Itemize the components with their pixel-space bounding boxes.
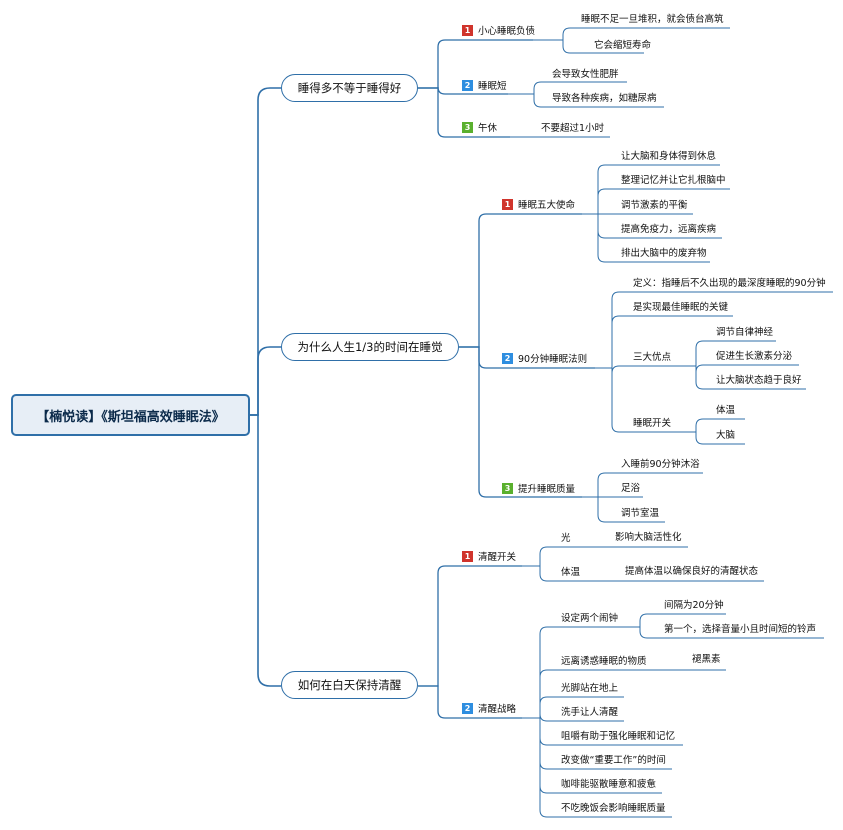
topic-chewing[interactable]: 咀嚼有助于强化睡眠和记忆 [561, 731, 676, 742]
connector-line [620, 626, 824, 639]
topic-key-to-best-sleep[interactable]: 是实现最佳睡眠的关键 [633, 302, 729, 313]
connector-line [522, 713, 624, 722]
connector-line [418, 39, 533, 89]
connector-line [582, 164, 720, 215]
connector-line [680, 364, 799, 373]
connector-line [250, 87, 281, 416]
main-topic-stay-awake[interactable]: 如何在白天保持清醒 [281, 671, 418, 699]
topic-sleep-switch[interactable]: 睡眠开关 [633, 418, 672, 429]
connector-line [680, 418, 745, 433]
topic-light[interactable]: 光 [561, 533, 571, 544]
connector-line [250, 414, 281, 687]
topic-shortens-life[interactable]: 它会缩短寿命 [594, 40, 652, 51]
topic-avoid-sleep-substances[interactable]: 远离诱惑睡眠的物质 [561, 656, 647, 667]
topic-melatonin[interactable]: 褪黑素 [692, 654, 721, 665]
topic-growth-hormone[interactable]: 促进生长激素分泌 [716, 351, 793, 362]
priority-2-icon: 2 [502, 353, 513, 364]
connector-line [595, 365, 680, 374]
priority-3-icon: 3 [462, 122, 473, 133]
topic-raise-temperature[interactable]: 提高体温以确保良好的清醒状态 [625, 566, 759, 577]
connector-line [620, 613, 726, 628]
topic-temperature[interactable]: 体温 [561, 567, 581, 578]
connector-line [508, 81, 627, 95]
topic-change-work-time[interactable]: 改变做“重要工作”的时间 [561, 755, 666, 766]
connector-line [582, 213, 710, 263]
topic-diseases-diabetes[interactable]: 导致各种疾病，如糖尿病 [552, 93, 657, 104]
topic-female-obesity[interactable]: 会导致女性肥胖 [552, 69, 619, 80]
topic-body-temperature[interactable]: 体温 [716, 405, 736, 416]
topic-bath-before-sleep[interactable]: 入睡前90分钟沐浴 [621, 459, 700, 470]
connector-line [250, 346, 281, 416]
topic-nap-under-1-hour[interactable]: 不要超过1小时 [541, 123, 605, 134]
connector-line [418, 87, 510, 138]
root-topic[interactable]: 【楠悦读】《斯坦福高效睡眠法》 [11, 394, 250, 436]
topic-definition[interactable]: 定义：指睡后不久出现的最深度睡眠的90分钟 [633, 278, 826, 289]
priority-2-icon: 2 [462, 80, 473, 91]
connector-line [418, 86, 508, 95]
connector-line [418, 565, 522, 687]
connector-line [522, 565, 610, 582]
connector-line [582, 188, 730, 215]
connector-line [533, 27, 730, 41]
topic-two-alarms[interactable]: 设定两个闹钟 [561, 613, 619, 624]
connector-line [680, 340, 776, 367]
connector-line [522, 669, 658, 719]
topic-first-alarm-quiet[interactable]: 第一个，选择音量小且时间短的铃声 [664, 624, 817, 635]
connector-line [508, 93, 664, 108]
priority-2-icon: 2 [462, 703, 473, 714]
priority-1-icon: 1 [462, 25, 473, 36]
topic-room-temperature[interactable]: 调节室温 [621, 508, 660, 519]
topic-organize-memory[interactable]: 整理记忆并让它扎根脑中 [621, 175, 726, 186]
connector-line [459, 346, 582, 498]
topic-sleep-debt-accumulates[interactable]: 睡眠不足一旦堆积，就会债台高筑 [581, 14, 724, 25]
connector-line [680, 365, 806, 390]
priority-3-icon: 3 [502, 483, 513, 494]
topic-brain-state[interactable]: 让大脑状态趋于良好 [716, 375, 802, 386]
connector-line [522, 696, 624, 719]
connector-line [680, 431, 745, 445]
topic-coffee[interactable]: 咖啡能驱散睡意和疲惫 [561, 779, 657, 790]
connector-line [459, 213, 582, 348]
topic-wash-hands[interactable]: 洗手让人清醒 [561, 707, 619, 718]
connector-line [582, 472, 703, 498]
topic-foot-bath[interactable]: 足浴 [621, 483, 641, 494]
connector-line [595, 291, 833, 369]
connector-line [595, 367, 680, 433]
topic-20-minute-interval[interactable]: 间隔为20分钟 [664, 600, 724, 611]
topic-rest-brain-body[interactable]: 让大脑和身体得到休息 [621, 151, 717, 162]
priority-1-icon: 1 [502, 199, 513, 210]
connector-line [418, 685, 522, 719]
topic-brain[interactable]: 大脑 [716, 430, 736, 441]
connector-line [582, 496, 665, 523]
topic-skip-dinner[interactable]: 不吃晚饭会影响睡眠质量 [561, 803, 666, 814]
topic-three-advantages[interactable]: 三大优点 [633, 352, 672, 363]
topic-immunity[interactable]: 提高免疫力，远离疾病 [621, 224, 717, 235]
main-topic-sleep-quantity[interactable]: 睡得多不等于睡得好 [281, 74, 418, 102]
topic-waste-removal[interactable]: 排出大脑中的废弃物 [621, 248, 707, 259]
main-topic-why-sleep[interactable]: 为什么人生1/3的时间在睡觉 [281, 333, 459, 361]
priority-1-icon: 1 [462, 551, 473, 562]
connector-line [522, 717, 672, 818]
connector-line [522, 546, 598, 567]
connector-line [533, 39, 644, 54]
topic-brain-activation[interactable]: 影响大脑活性化 [615, 532, 682, 543]
topic-autonomic-nerves[interactable]: 调节自律神经 [716, 327, 774, 338]
topic-barefoot[interactable]: 光脚站在地上 [561, 683, 619, 694]
connector-line [595, 315, 733, 369]
topic-hormone-balance[interactable]: 调节激素的平衡 [621, 200, 688, 211]
connector-line [522, 626, 620, 719]
